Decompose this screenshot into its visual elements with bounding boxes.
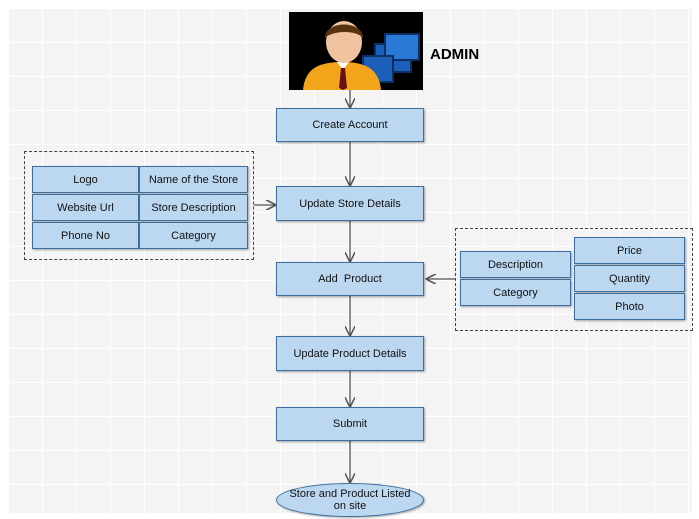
- store-fields-group: [24, 151, 254, 260]
- store-field-category-label: Category: [171, 229, 216, 242]
- listed-on-site-ellipse: Store and Product Listed on site: [276, 483, 424, 517]
- add-product-box: Add Product: [276, 262, 424, 296]
- store-field-phone-label: Phone No: [61, 229, 110, 242]
- store-field-category: Category: [139, 222, 248, 249]
- product-field-description: Description: [460, 251, 571, 278]
- store-field-name-label: Name of the Store: [148, 173, 239, 186]
- product-field-price-label: Price: [616, 244, 643, 257]
- listed-label-line2: on site: [333, 500, 367, 512]
- product-field-category: Category: [460, 279, 571, 306]
- store-field-website: Website Url: [32, 194, 139, 221]
- update-product-details-box: Update Product Details: [276, 336, 424, 371]
- store-field-logo-label: Logo: [73, 173, 98, 186]
- submit-label: Submit: [332, 418, 368, 430]
- product-field-photo-label: Photo: [615, 300, 644, 313]
- submit-box: Submit: [276, 407, 424, 441]
- product-fields-group: [455, 228, 693, 331]
- product-field-description-label: Description: [487, 258, 544, 271]
- update-store-details-box: Update Store Details: [276, 186, 424, 221]
- store-field-website-label: Website Url: [57, 201, 114, 214]
- store-field-logo: Logo: [32, 166, 139, 193]
- product-field-quantity-label: Quantity: [609, 272, 650, 285]
- add-product-label: Add Product: [318, 273, 382, 285]
- create-account-box: Create Account: [276, 108, 424, 142]
- store-field-name: Name of the Store: [139, 166, 248, 193]
- store-field-description: Store Description: [139, 194, 248, 221]
- create-account-label: Create Account: [312, 119, 388, 131]
- listed-label-line1: Store and Product Listed: [289, 488, 411, 500]
- update-store-details-label: Update Store Details: [299, 197, 401, 210]
- product-field-category-label: Category: [493, 286, 538, 299]
- store-field-phone: Phone No: [32, 222, 139, 249]
- admin-user-icon: [289, 12, 423, 90]
- product-field-price: Price: [574, 237, 685, 264]
- product-field-photo: Photo: [574, 293, 685, 320]
- admin-label: ADMIN: [430, 46, 480, 63]
- store-field-description-label: Store Description: [151, 201, 236, 214]
- product-field-quantity: Quantity: [574, 265, 685, 292]
- update-product-details-label: Update Product Details: [293, 347, 407, 360]
